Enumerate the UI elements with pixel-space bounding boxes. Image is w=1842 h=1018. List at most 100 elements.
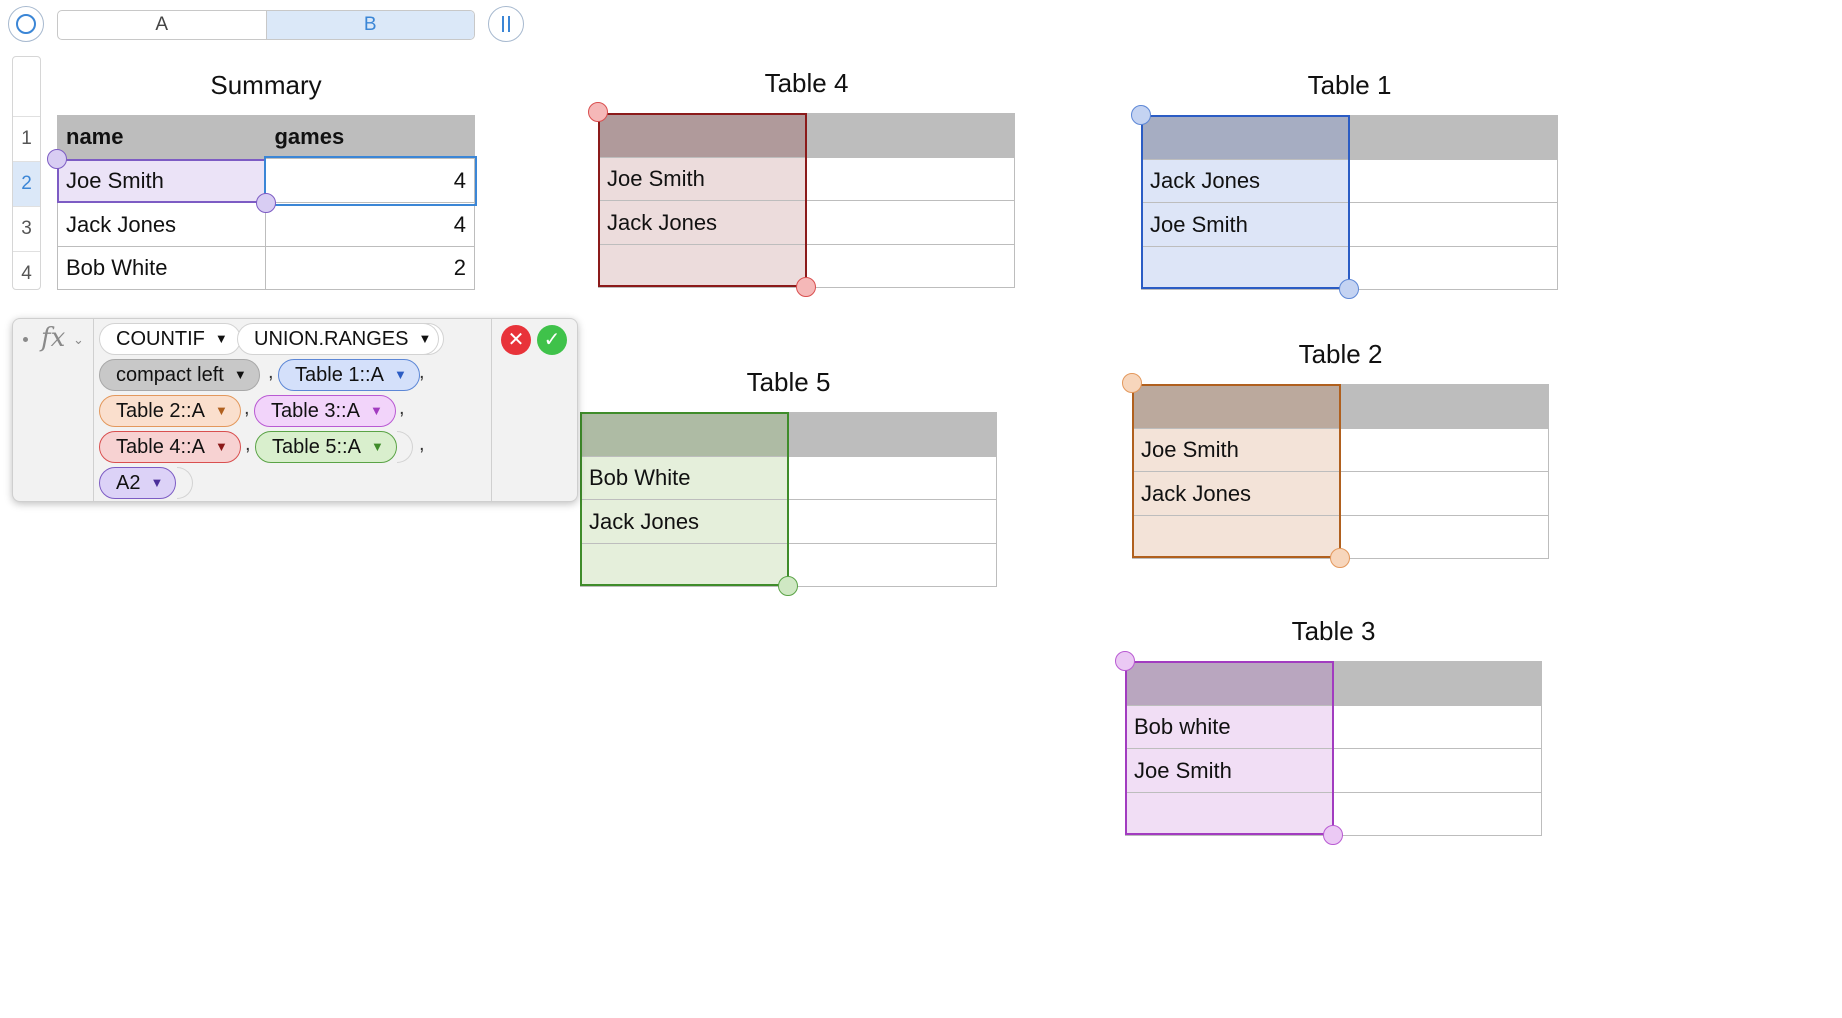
reference-token-table5[interactable]: Table 5::A▼ xyxy=(255,431,397,463)
table4-cell-2[interactable]: Jack Jones xyxy=(598,200,807,245)
table5-range-handle-bottom[interactable] xyxy=(778,576,798,596)
row-number-4[interactable]: 4 xyxy=(13,251,40,295)
table1-title: Table 1 xyxy=(1307,70,1392,100)
chevron-down-icon: ▼ xyxy=(150,475,164,490)
drag-dot-icon xyxy=(23,337,28,342)
reference-token-table1[interactable]: Table 1::A▼ xyxy=(278,359,420,391)
table-row: Jack Jones xyxy=(580,499,998,544)
separator-comma: , xyxy=(244,397,250,419)
table3-title: Table 3 xyxy=(1291,616,1376,646)
row-number-1[interactable]: 1 xyxy=(13,116,40,161)
table2-cell-1[interactable]: Joe Smith xyxy=(1132,428,1341,472)
table5-cell-1[interactable]: Bob White xyxy=(580,456,789,500)
row-number-3[interactable]: 3 xyxy=(13,206,40,251)
table1: Jack Jones Joe Smith xyxy=(1141,115,1559,290)
select-all-button[interactable] xyxy=(8,6,44,42)
separator-comma: , xyxy=(399,397,405,419)
table4: Joe Smith Jack Jones xyxy=(598,113,1016,288)
column-header-b[interactable]: B xyxy=(265,11,474,39)
table-row: Joe Smith xyxy=(1125,748,1543,793)
formula-editor-divider-left xyxy=(93,319,94,501)
table3-cell-2[interactable]: Joe Smith xyxy=(1125,748,1334,793)
chevron-down-icon[interactable]: ⌄ xyxy=(73,332,84,347)
separator-comma: , xyxy=(268,361,274,383)
summary-table: name games Joe Smith 4 Jack Jones 4 Bob … xyxy=(56,115,475,290)
a2-range-handle-bottom[interactable] xyxy=(256,193,276,213)
fx-label[interactable]: fx xyxy=(41,323,66,353)
formula-editor-divider-right xyxy=(491,319,492,501)
header-games[interactable]: games xyxy=(265,115,475,159)
table3-cell-3[interactable] xyxy=(1125,792,1334,836)
table-row: Jack Jones xyxy=(1141,159,1559,203)
table3-cell-1[interactable]: Bob white xyxy=(1125,705,1334,749)
chevron-down-icon: ▼ xyxy=(369,403,383,418)
check-icon: ✓ xyxy=(543,329,561,351)
reference-token-table3[interactable]: Table 3::A▼ xyxy=(254,395,396,427)
table1-range-handle-top[interactable] xyxy=(1131,105,1151,125)
table2-title: Table 2 xyxy=(1298,339,1383,369)
table2-range-handle-top[interactable] xyxy=(1122,373,1142,393)
table1-cell-2[interactable]: Joe Smith xyxy=(1141,202,1350,247)
table5-cell-2[interactable]: Jack Jones xyxy=(580,499,789,544)
accept-formula-button[interactable]: ✓ xyxy=(537,325,567,355)
table5: Bob White Jack Jones xyxy=(580,412,998,587)
table2-cell-3[interactable] xyxy=(1132,515,1341,559)
a2-range-handle-top[interactable] xyxy=(47,149,67,169)
cell-b3[interactable]: 4 xyxy=(265,202,475,247)
cancel-formula-button[interactable]: ✕ xyxy=(501,325,531,355)
row-number-2[interactable]: 2 xyxy=(13,161,40,206)
table4-range-handle-top[interactable] xyxy=(588,102,608,122)
reference-token-a2[interactable]: A2▼ xyxy=(99,467,177,499)
table4-range-handle-bottom[interactable] xyxy=(796,277,816,297)
table4-cell-1[interactable]: Joe Smith xyxy=(598,157,807,201)
chevron-down-icon: ▼ xyxy=(214,439,228,454)
table-row: Joe Smith xyxy=(1132,428,1550,472)
table1-cell-3[interactable] xyxy=(1141,246,1350,290)
separator-comma: , xyxy=(419,361,425,383)
function-token-countif[interactable]: COUNTIF▼ xyxy=(99,323,241,355)
table1-range-handle-bottom[interactable] xyxy=(1339,279,1359,299)
table-row: Joe Smith xyxy=(598,157,1016,201)
column-header-a[interactable]: A xyxy=(155,14,169,35)
table-row: Bob White 2 xyxy=(56,246,475,290)
table2: Joe Smith Jack Jones xyxy=(1132,384,1550,559)
pause-icon xyxy=(502,16,510,32)
table-row: Bob White xyxy=(580,456,998,500)
separator-comma: , xyxy=(245,433,251,455)
header-name[interactable]: name xyxy=(56,115,267,159)
table3-range-handle-top[interactable] xyxy=(1115,651,1135,671)
cell-b2[interactable]: 4 xyxy=(265,158,475,203)
table4-cell-3[interactable] xyxy=(598,244,807,288)
chevron-down-icon: ▼ xyxy=(370,439,384,454)
table3-range-handle-bottom[interactable] xyxy=(1323,825,1343,845)
separator-comma: , xyxy=(419,433,425,455)
token-bracket xyxy=(177,467,193,499)
reference-token-table2[interactable]: Table 2::A▼ xyxy=(99,395,241,427)
argument-token-compact-left[interactable]: compact left▼ xyxy=(99,359,260,391)
cell-b4[interactable]: 2 xyxy=(265,246,475,290)
table2-cell-2[interactable]: Jack Jones xyxy=(1132,471,1341,516)
summary-title: Summary xyxy=(210,70,322,100)
table-row: Jack Jones xyxy=(598,200,1016,245)
column-handle-button[interactable] xyxy=(488,6,524,42)
table2-range-handle-bottom[interactable] xyxy=(1330,548,1350,568)
formula-editor: fx ⌄ COUNTIF▼ UNION.RANGES▼ compact left… xyxy=(12,318,578,502)
reference-token-table4[interactable]: Table 4::A▼ xyxy=(99,431,241,463)
table-row xyxy=(580,543,998,587)
cell-a4[interactable]: Bob White xyxy=(56,246,267,290)
circle-icon xyxy=(16,14,36,34)
cell-a3[interactable]: Jack Jones xyxy=(56,202,267,247)
token-bracket xyxy=(397,431,413,463)
table-row xyxy=(1125,792,1543,836)
table-row: Jack Jones xyxy=(1132,471,1550,516)
chevron-down-icon: ▼ xyxy=(214,403,228,418)
table-row xyxy=(598,244,1016,288)
table1-cell-1[interactable]: Jack Jones xyxy=(1141,159,1350,203)
cell-a2[interactable]: Joe Smith xyxy=(56,158,267,203)
table5-cell-3[interactable] xyxy=(580,543,789,587)
chevron-down-icon: ▼ xyxy=(214,331,228,346)
table-row xyxy=(1132,515,1550,559)
table-row: Bob white xyxy=(1125,705,1543,749)
function-token-union-ranges[interactable]: UNION.RANGES▼ xyxy=(237,323,445,355)
table5-title: Table 5 xyxy=(746,367,831,397)
